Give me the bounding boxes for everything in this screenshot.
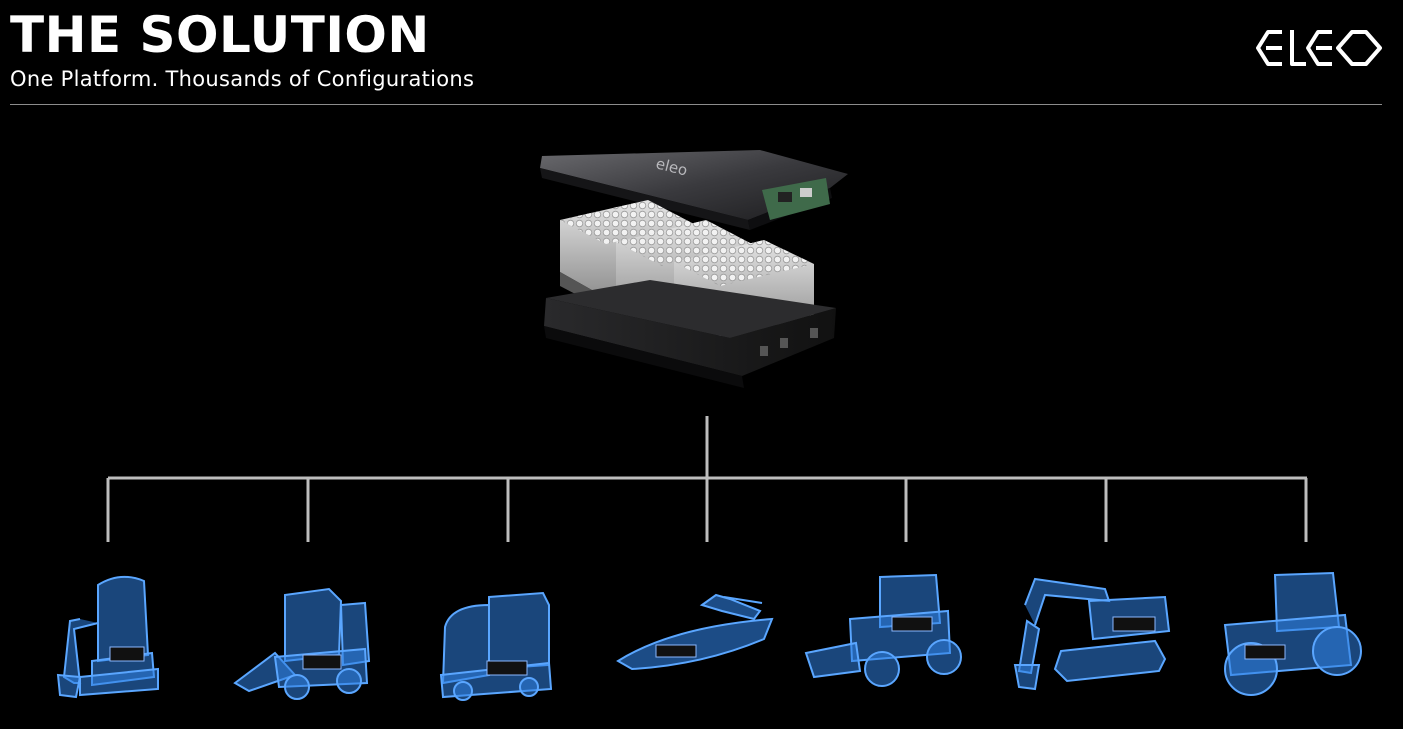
battery-module-exploded-icon: eleo bbox=[540, 150, 848, 388]
utility-truck-icon bbox=[439, 591, 553, 701]
page-title: THE SOLUTION bbox=[10, 6, 430, 64]
wheel-loader-icon bbox=[804, 573, 962, 687]
header-divider bbox=[10, 104, 1382, 105]
eleo-logo-icon bbox=[1256, 30, 1382, 66]
connector-tree bbox=[106, 416, 1308, 542]
skid-steer-loader-icon bbox=[233, 587, 371, 700]
crawler-excavator-icon bbox=[1013, 577, 1171, 691]
boat-icon bbox=[616, 593, 774, 671]
page-subtitle: One Platform. Thousands of Configuration… bbox=[10, 67, 475, 91]
tractor-icon bbox=[1223, 571, 1362, 696]
mini-excavator-icon bbox=[56, 575, 159, 699]
